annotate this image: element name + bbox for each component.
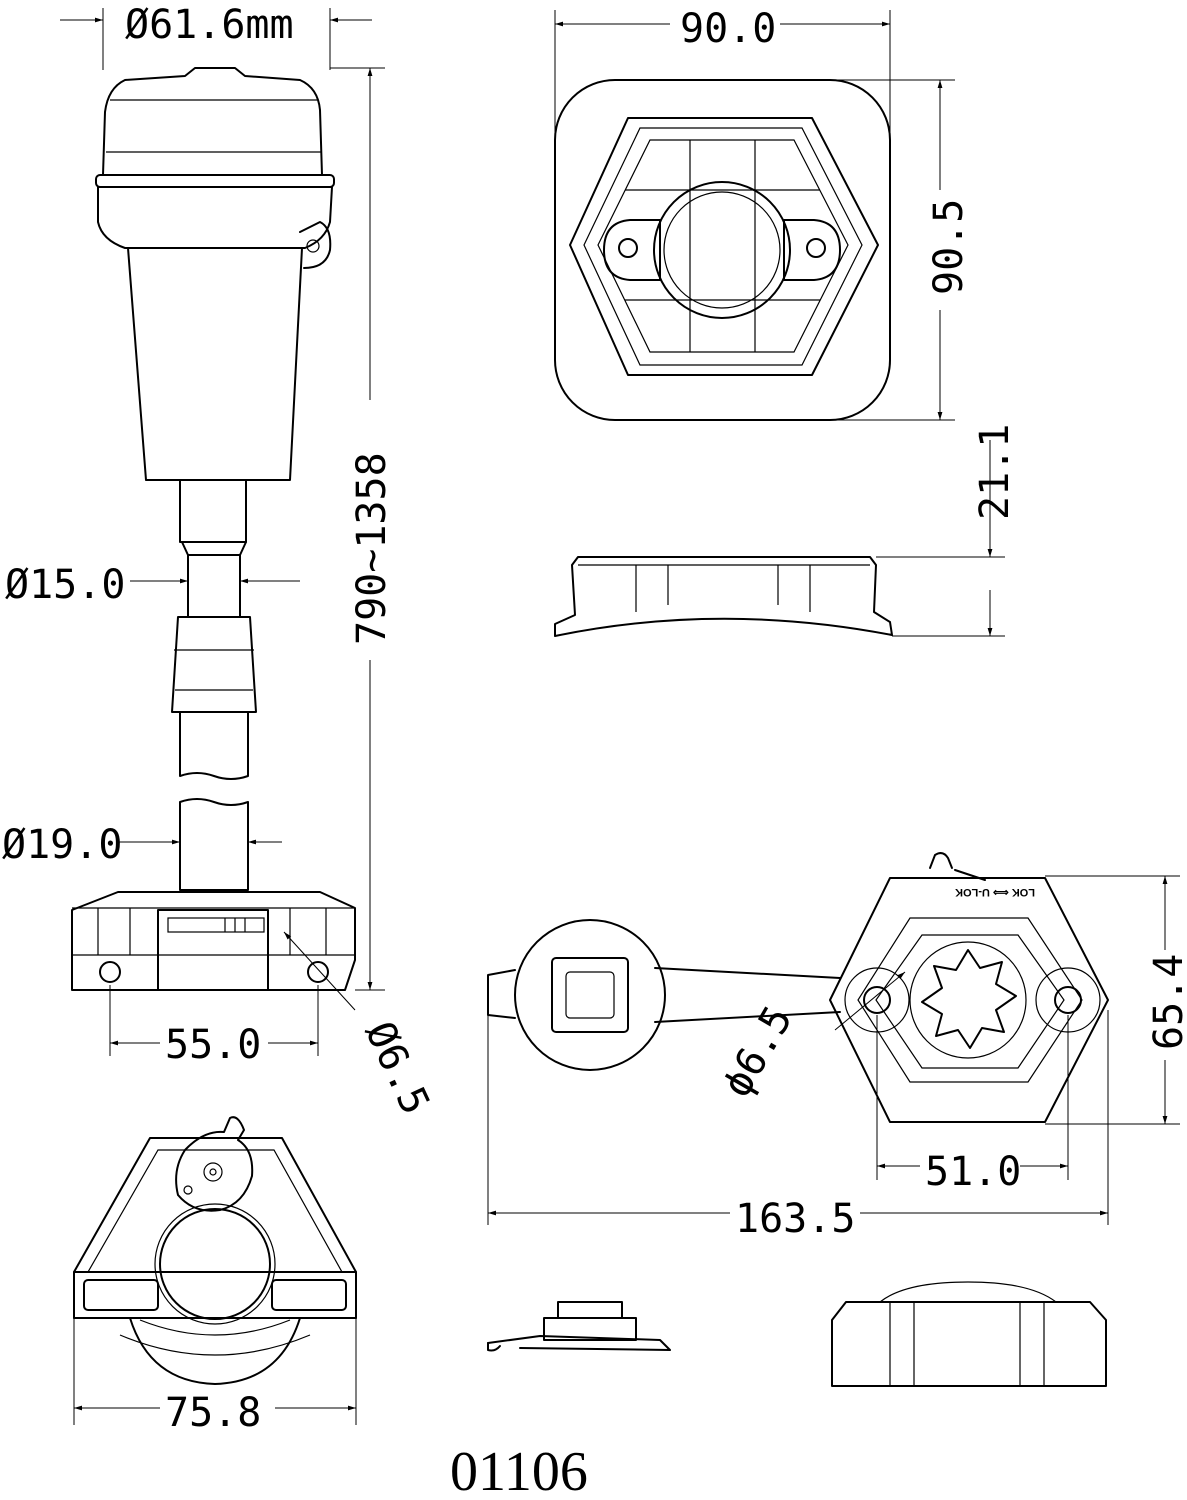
model-number: 01106	[450, 1441, 588, 1500]
dim-hole-spacing-side: 55.0	[165, 1022, 261, 1068]
dim-shaft-upper: Ø15.0	[5, 562, 125, 608]
dim-shaft-lower: Ø19.0	[2, 822, 122, 868]
dim-base-height: 90.5	[926, 199, 972, 295]
dim-hole-diameter-side: Ø6.5	[356, 1015, 438, 1122]
dim-hex-height: 65.4	[1146, 954, 1187, 1050]
hex-lock-side-view	[487, 1281, 1107, 1387]
dim-base-width: 90.0	[680, 6, 776, 52]
lock-label: LOK ⟺ U-LOK	[955, 886, 1035, 898]
dimension-lines	[60, 8, 1180, 1425]
hex-lock-top-view: LOK ⟺ U-LOK	[487, 852, 1109, 1123]
dim-top-diameter: Ø61.6mm	[125, 2, 294, 48]
dim-clip-width: 75.8	[165, 1390, 261, 1436]
base-plate-side-view	[554, 556, 893, 637]
dim-overall-length: 163.5	[735, 1196, 855, 1242]
dim-length-range: 790~1358	[349, 452, 395, 645]
dim-base-thickness: 21.1	[972, 424, 1018, 520]
base-plate-top-view	[554, 79, 891, 421]
dim-hole-diameter-hex: ϕ6.5	[714, 999, 802, 1105]
dim-hex-hole-spacing: 51.0	[925, 1149, 1021, 1195]
clip-top-view	[73, 1116, 357, 1385]
dimension-labels: Ø61.6mm 90.0 90.5 21.1 790~1358 Ø15.0 Ø1…	[2, 2, 1187, 1436]
handle-side-view	[71, 67, 356, 991]
